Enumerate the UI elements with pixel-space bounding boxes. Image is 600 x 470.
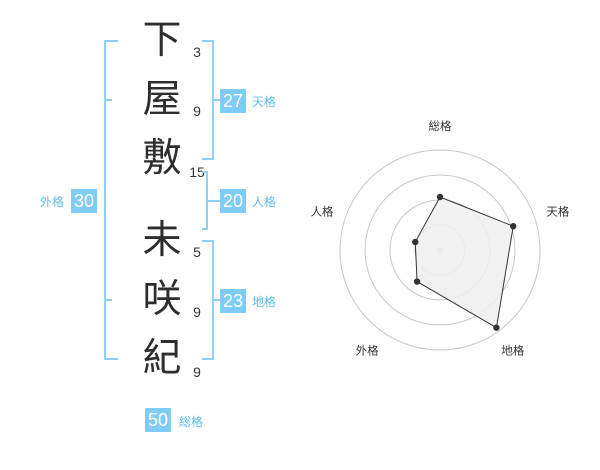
radar-grid-circle xyxy=(364,174,516,326)
soukaku-value: 50 xyxy=(145,408,172,432)
radar-point-1 xyxy=(436,193,444,201)
radar-axis-label: 天格 xyxy=(546,205,569,219)
surname-char-2: 屋 xyxy=(142,77,182,122)
radar-axis-label: 外格 xyxy=(356,343,379,357)
radar-axis-label: 人格 xyxy=(311,205,334,219)
chikaku-label: 地格 xyxy=(252,295,277,309)
jinkaku-label: 人格 xyxy=(252,195,277,209)
surname-strokes-1: 3 xyxy=(193,44,201,60)
radar-point-5 xyxy=(412,238,419,246)
radar-axis-label: 地格 xyxy=(501,343,524,357)
given-char-3: 紀 xyxy=(142,336,182,381)
radar-point-4 xyxy=(413,278,421,285)
given-strokes-2: 9 xyxy=(193,304,201,320)
jinkaku-value: 20 xyxy=(220,189,247,213)
radar-grid-circle xyxy=(339,149,541,351)
tenkaku-label: 天格 xyxy=(252,95,277,109)
given-char-2: 咲 xyxy=(142,277,182,322)
surname-char-1: 下 xyxy=(142,18,182,63)
surname-strokes-2: 9 xyxy=(193,103,201,119)
given-strokes-1: 5 xyxy=(193,244,201,260)
radar-point-2 xyxy=(510,223,517,230)
radar-axis-label: 総格 xyxy=(429,119,452,133)
chikaku-value: 23 xyxy=(220,289,247,313)
gaikaku-label: 外格 xyxy=(40,195,65,209)
gaikaku-value: 30 xyxy=(71,189,98,213)
surname-char-3: 敷 xyxy=(142,136,182,181)
surname-strokes-3: 15 xyxy=(189,164,205,180)
given-strokes-3: 9 xyxy=(193,364,201,380)
given-char-1: 未 xyxy=(142,218,182,263)
soukaku-label: 総格 xyxy=(179,415,204,429)
radar-point-3 xyxy=(493,324,500,331)
radar-value-polygon xyxy=(414,196,514,329)
tenkaku-value: 27 xyxy=(220,89,247,113)
